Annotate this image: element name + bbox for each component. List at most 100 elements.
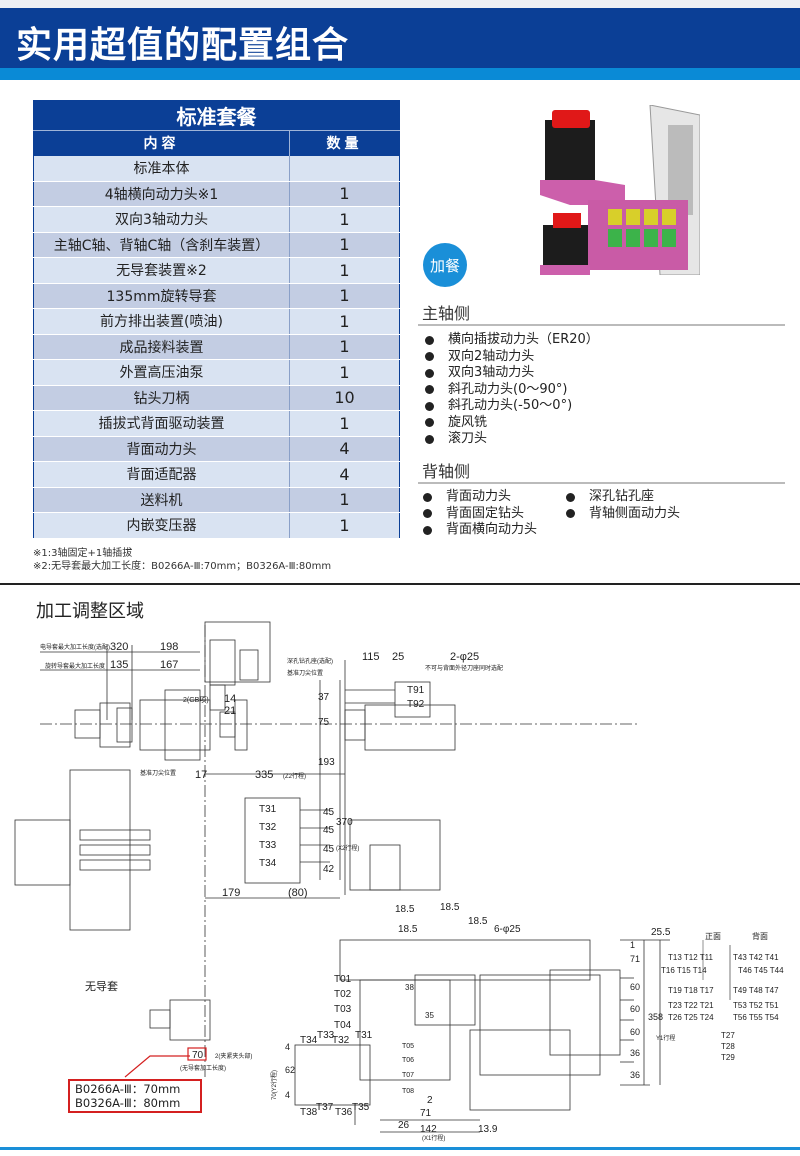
power-head-product-image <box>540 105 700 275</box>
dimension-label-d45c: 45 <box>323 844 335 855</box>
row-item: 4轴横向动力头※1 <box>33 181 290 207</box>
row-item: 插拔式背面驱动装置 <box>33 410 290 437</box>
column-header-qty: 数量 <box>289 130 400 156</box>
row-qty: 1 <box>289 359 400 386</box>
dimension-label-x2: (X2行程) <box>336 844 359 852</box>
callout-line-1: B0266A-Ⅲ：70mm <box>75 1082 181 1096</box>
dimension-label-d26: 26 <box>398 1120 410 1131</box>
footnote-2: ※2:无导套最大加工长度：B0266A-Ⅲ:70mm；B0326A-Ⅲ:80mm <box>33 561 332 572</box>
dimension-label-t31: T31 <box>259 804 277 815</box>
tool-row-front: T13 T12 T11 <box>668 953 713 962</box>
dimension-label-t03: T03 <box>334 1004 352 1015</box>
machining-area-title: 加工调整区域 <box>36 601 144 622</box>
drawing-lines <box>14 621 704 1133</box>
back-spindle-options-right: 深孔钻孔座背轴侧面动力头 <box>566 489 680 522</box>
dimension-label-d60c: 60 <box>630 1027 640 1037</box>
section-divider <box>0 583 800 585</box>
dimension-label-d75: 75 <box>318 717 330 728</box>
back-spindle-title: 背轴侧 <box>422 462 471 481</box>
bullet-icon <box>423 525 432 535</box>
footnote-1: ※1:3轴固定+1轴插拔 <box>33 548 133 559</box>
page-banner: 实用超值的配置组合 <box>0 8 800 68</box>
back-spindle-options-left: 背面动力头背面固定钻头背面横向动力头 <box>423 489 537 539</box>
dimension-label-d1: 1 <box>630 940 635 950</box>
tool-row-back: T53 T52 T51 <box>733 1001 779 1010</box>
table-row: 主轴C轴、背轴C轴（含刹车装置）1 <box>33 232 400 258</box>
row-item: 前方排出装置(喷油) <box>33 308 290 335</box>
tool-row-back: T56 T55 T54 <box>733 1013 779 1022</box>
dimension-label-t36: T36 <box>335 1107 353 1118</box>
dimension-label-phi25-6: 6-φ25 <box>494 924 521 935</box>
bullet-icon <box>425 352 434 362</box>
option-label: 背轴侧面动力头 <box>589 505 681 521</box>
row-item: 送料机 <box>33 487 290 513</box>
row-qty: 1 <box>289 308 400 335</box>
bottom-accent-line <box>0 1147 800 1150</box>
row-qty: 1 <box>289 181 400 207</box>
row-qty: 1 <box>289 206 400 233</box>
dimension-label-deep-hole: 深孔钻孔座(选配) <box>287 657 333 665</box>
option-label: 背面动力头 <box>446 489 512 504</box>
tool-row-back: T46 T45 T44 <box>738 966 784 975</box>
dimension-label-d320: 320 <box>110 641 128 653</box>
option-item: 双向2轴动力头 <box>425 349 599 366</box>
dimension-label-x1: (X1行程) <box>422 1134 445 1142</box>
dimension-label-d370: 370 <box>336 817 353 828</box>
bullet-icon <box>423 509 432 519</box>
dimension-label-d71: 71 <box>420 1108 432 1119</box>
dimension-label-d80: (80) <box>288 887 308 899</box>
dimension-label-t34: T34 <box>259 858 277 869</box>
dimension-label-d14: 14 <box>224 693 236 705</box>
dimension-label-t38: T38 <box>300 1107 318 1118</box>
tool-row-front: T23 T22 T21 <box>668 1001 714 1010</box>
page-title: 实用超值的配置组合 <box>16 25 350 66</box>
dimension-label-d13-9: 13.9 <box>478 1124 498 1135</box>
dimension-label-d71v: 71 <box>630 954 640 964</box>
dimension-label-z2: (Z2行程) <box>283 772 306 780</box>
row-item: 标准本体 <box>33 155 290 182</box>
dimension-label-guide-max-len: 电导套最大加工长度(选配) <box>40 643 110 651</box>
tool-row-front: T16 T15 T14 <box>661 966 707 975</box>
dimension-label-d45a: 45 <box>323 807 335 818</box>
dimension-label-d35: 35 <box>425 1011 434 1020</box>
dimension-label-t33: T33 <box>259 840 277 851</box>
dimension-label-d45b: 45 <box>323 825 335 836</box>
option-item: 双向3轴动力头 <box>425 365 599 382</box>
dimension-label-d198: 198 <box>160 641 178 653</box>
dimension-label-d18-5d: 18.5 <box>398 924 418 935</box>
dimension-label-y2: 70(Y2行程) <box>270 1070 278 1100</box>
row-item: 135mm旋转导套 <box>33 283 290 309</box>
option-item: 斜孔动力头(0～90°) <box>425 382 599 399</box>
dimension-label-ref-tip: 基准刀尖位置 <box>140 769 176 777</box>
divider <box>418 482 785 484</box>
option-label: 双向3轴动力头 <box>448 365 535 380</box>
dimension-label-d167: 167 <box>160 659 178 671</box>
dimension-label-d42: 42 <box>323 864 335 875</box>
dimension-label-clamp: 2(夹紧夹头部) <box>215 1052 252 1060</box>
row-qty: 4 <box>289 461 400 488</box>
tool-table-front-label: 正面 <box>705 932 721 941</box>
row-item: 内嵌变压器 <box>33 512 290 539</box>
row-item: 钻头刀柄 <box>33 385 290 411</box>
dimension-label-t31b: T31 <box>355 1030 373 1041</box>
divider <box>418 324 785 326</box>
dimension-label-t32b: T32 <box>332 1035 350 1046</box>
table-row: 前方排出装置(喷油)1 <box>33 308 400 335</box>
tool-extra: T29 <box>721 1053 735 1062</box>
dimension-label-rot-guide-max-len: 旋转导套最大加工长度 <box>45 662 105 670</box>
dimension-label-d38: 38 <box>405 983 414 992</box>
row-item: 成品接料装置 <box>33 334 290 360</box>
dimension-label-d142: 142 <box>420 1124 437 1135</box>
dimension-label-no-guide: 无导套 <box>85 980 118 993</box>
tool-extra: T27 <box>721 1031 735 1040</box>
row-item: 双向3轴动力头 <box>33 206 290 233</box>
row-item: 背面动力头 <box>33 436 290 462</box>
option-item: 横向插拔动力头（ER20） <box>425 332 599 349</box>
